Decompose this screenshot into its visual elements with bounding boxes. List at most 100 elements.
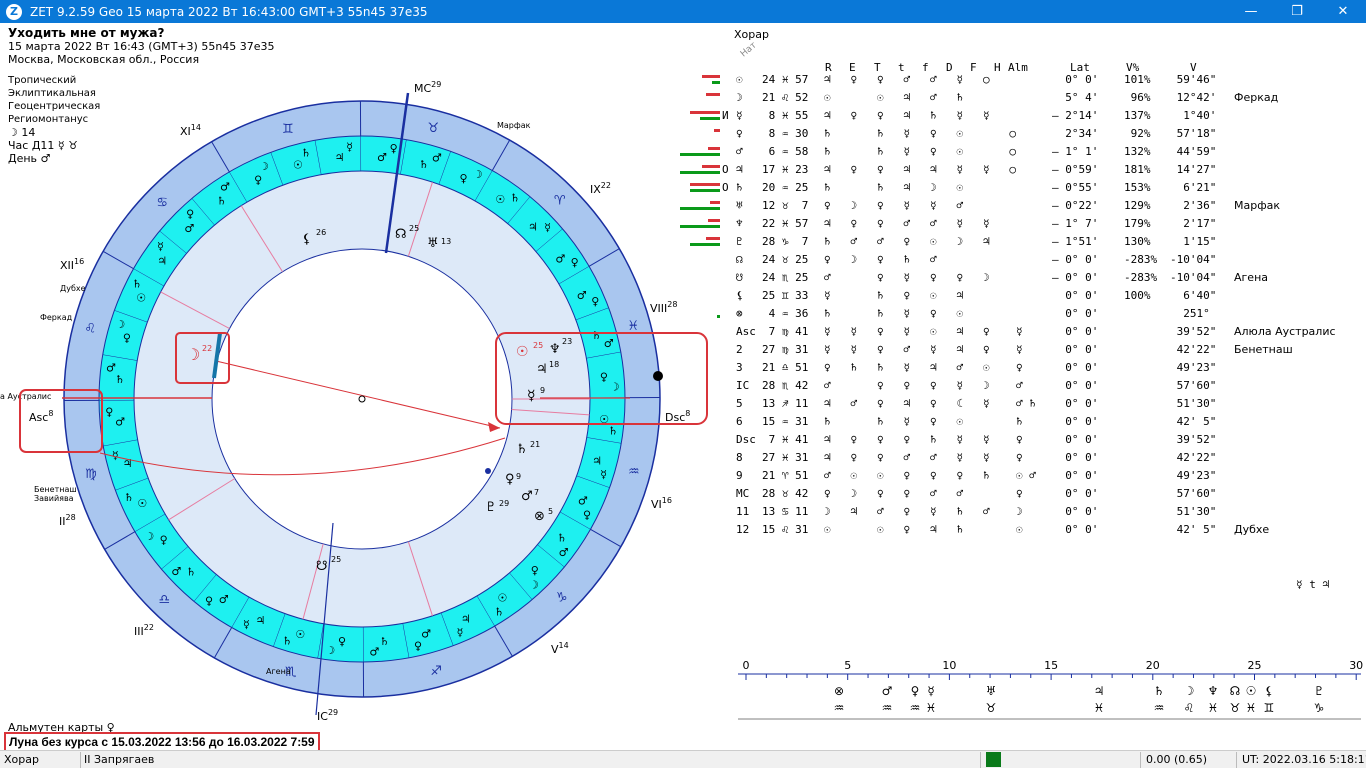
zodiac-glyphs: ♈♉♊♋♌♍♎♏♐♑♒♓ [84,121,639,680]
part-of-fortune-glyph[interactable]: ⊗ [534,509,545,524]
center-type: Геоцентрическая [8,101,101,112]
question-title: Уходить мне от мужа? [8,26,165,40]
cusp-ic: IC29 [317,708,338,723]
col-header-t-lower: t [898,61,905,74]
table-row[interactable]: О♄20 ♒ 25♄ ♄ ♃ ☽ ☉– 0°55'153% 6'21" [690,180,1366,198]
dignity-glyph: ♄ [217,195,227,208]
zodiac-sign-glyph: ♊ [282,122,294,137]
natal-label: Нат [738,40,759,60]
dignity-glyph: ☉ [293,159,303,172]
saturn-glyph[interactable]: ♄ [516,442,528,457]
table-row[interactable]: ♆22 ♓ 57♃ ♀ ♀ ♂ ♂ ☿ ☿– 1° 7'179% 2'17" [680,216,1366,234]
dignity-glyph: ♄ [591,329,601,342]
maximize-button[interactable]: ❐ [1291,4,1303,19]
south-node-glyph[interactable]: ☋ [316,559,328,574]
row-symbol: ♄ [736,181,743,194]
row-position: 20 ♒ 25 [762,181,809,194]
table-row[interactable]: ☉24 ♓ 57♃ ♀ ♀ ♂ ♂ ☿ ○ 0° 0'101% 59'46" [700,72,1366,90]
table-row[interactable]: ☊24 ♉ 25♀ ☽ ♀ ♄ ♂– 0° 0'-283%-10'04" [700,252,1366,270]
arrow-head [488,422,500,432]
table-row[interactable]: ♂ 6 ♒ 58♄ ♄ ☿ ♀ ☉ ○– 1° 1'132% 44'59" [680,144,1366,162]
scale-tick-label: 5 [844,659,851,672]
table-row[interactable]: Dsc 7 ♓ 41♃ ♀ ♀ ♀ ♄ ☿ ☿♀ 0° 0' 39'52" [700,432,1366,450]
row-symbol: ☋ [736,271,743,284]
mars-glyph[interactable]: ♂ [521,489,533,504]
venus-glyph[interactable]: ♀ [505,472,515,487]
dsc-marker [653,371,663,381]
table-row[interactable]: ♇28 ♑ 7♄ ♂ ♂ ♀ ☉ ☽ ♃– 1°51'130% 1'15" [690,234,1366,252]
dignity-glyph: ♂ [171,565,181,578]
col-header-alm: Alm [1008,61,1028,74]
mercury-glyph[interactable]: ☿ [527,388,536,404]
row-speed: 44'59" [1170,145,1217,158]
row-speed-pct: 153% [1124,181,1151,194]
col-header-d: D [946,61,953,74]
row-speed: 2'17" [1170,217,1217,230]
pluto-glyph[interactable]: ♇ [485,500,497,515]
table-row[interactable]: И☿ 8 ♓ 55♃ ♀ ♀ ♃ ♄ ☿ ☿– 2°14'137% 1°40' [690,108,1366,126]
dsc-highlight [495,332,708,425]
sun-glyph[interactable]: ☉ [516,344,529,360]
degree-tick [317,623,324,659]
house-cusp-line [160,291,230,330]
jupiter-glyph[interactable]: ♃ [536,362,548,377]
row-almuten: ♂ ♄ [1016,397,1036,410]
zodiac-sign-glyph: ♐ [430,664,442,679]
row-latitude: – 1°51' [1052,235,1099,248]
sign-divider [590,528,622,548]
dignity-glyph: ♀ [160,533,168,546]
house-cusp-line [168,478,236,521]
row-symbol: 8 [736,451,743,464]
row-speed: 6'40" [1170,289,1217,302]
cusp-ii: II28 [59,513,76,528]
dignity-glyph: ♃ [256,614,266,627]
row-speed: 1°40' [1170,109,1217,122]
dignity-glyph: ♀ [571,256,579,269]
cusp-vi: VI16 [651,496,672,511]
scale-sign: ♊ [1264,701,1275,715]
horary-chart-wheel[interactable]: ♀♂☿♃♄☉☽♀♂♄♀♂☿♃♄☉☽♀♂♄♀♂☿♃♄☉☽♀♂♄♀♂☿♃♄☉☽♀♂♄… [0,23,720,750]
close-button[interactable]: ✕ [1337,4,1349,19]
row-dignities: ♃ ♀ ♀ ♂ ♂ ☿ ○ [824,73,990,86]
table-row[interactable]: ♅12 ♉ 7♀ ☽ ♀ ☿ ☿ ♂– 0°22'129% 2'36"Марфа… [680,198,1366,216]
row-speed: 57'60" [1170,487,1217,500]
dignity-glyph: ♂ [555,253,565,266]
minimize-button[interactable]: — [1244,4,1258,19]
dignity-glyph: ♀ [186,207,194,220]
table-row[interactable]: ⊗ 4 ♒ 36♄ ♄ ☿ ♀ ☉ 0° 0' 251° [700,306,1366,324]
degree-tick [102,354,138,361]
table-row[interactable]: О♃17 ♓ 23♃ ♀ ♀ ♃ ♃ ☿ ☿ ○– 0°59'181% 14'2… [680,162,1366,180]
uranus-glyph[interactable]: ♅ [427,236,439,251]
dignity-glyph: ♂ [421,627,431,640]
table-row[interactable]: ☋24 ♏ 25♂ ♀ ☿ ♀ ♀ ☽– 0° 0'-283%-10'04"Аг… [700,270,1366,288]
table-row[interactable]: ☽21 ♌ 52☉ ☉ ♃ ♂ ♄ 5° 4' 96% 12°42'Феркад [700,90,1366,108]
row-symbol: ♀ [736,127,743,140]
row-symbol: 5 [736,397,743,410]
table-row[interactable]: ⚸25 ♊ 33☿ ♄ ♀ ☉ ♃ 0° 0'100% 6'40" [700,288,1366,306]
table-row[interactable]: Asc 7 ♍ 41☿ ☿ ♀ ☿ ☉ ♃ ♀☿ 0° 0' 39'52"Алю… [700,324,1366,342]
zodiac-sign-glyph: ♎ [159,593,171,608]
row-position: 15 ♒ 31 [762,415,809,428]
star-dubhe: Дубхе [60,284,86,293]
neptune-glyph[interactable]: ♆ [549,342,561,357]
row-almuten: ♀ [1016,451,1023,464]
moon-glyph[interactable]: ☽ [186,345,200,364]
app-icon[interactable]: Z [6,3,22,20]
dignity-glyph: ☽ [325,644,335,657]
row-speed: 12°42' [1170,91,1217,104]
row-speed-pct: 129% [1124,199,1151,212]
table-row[interactable]: ♀ 8 ♒ 30♄ ♄ ☿ ♀ ☉ ○ 2°34' 92% 57'18" [700,126,1366,144]
row-latitude: – 1° 1' [1052,145,1099,158]
lilith-glyph[interactable]: ⚸ [302,232,312,247]
north-node-glyph[interactable]: ☊ [395,227,407,242]
